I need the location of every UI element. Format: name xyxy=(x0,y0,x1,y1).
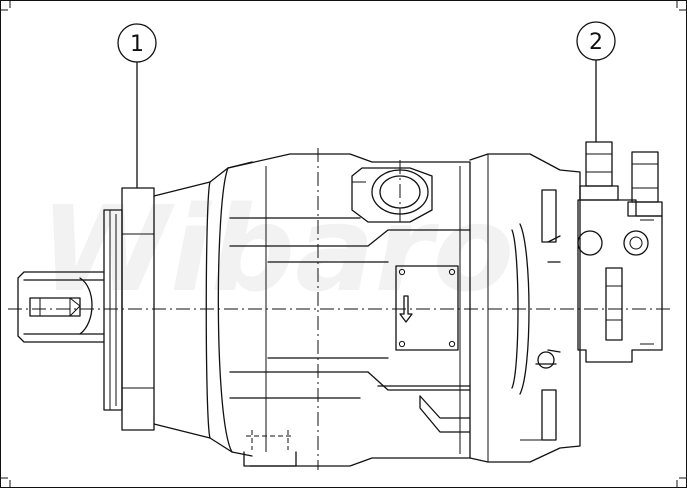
name-plate xyxy=(395,265,459,351)
end-cover xyxy=(469,153,581,463)
control-valve xyxy=(577,141,663,363)
drive-shaft xyxy=(17,271,105,343)
callout-2-label: 2 xyxy=(589,30,603,55)
main-housing xyxy=(205,153,471,467)
drain-port xyxy=(243,430,297,467)
callout-2: 2 xyxy=(576,21,616,143)
watermark-text: Wibaro xyxy=(40,180,514,318)
callout-1-label: 1 xyxy=(130,32,144,57)
callout-1: 1 xyxy=(117,23,157,189)
